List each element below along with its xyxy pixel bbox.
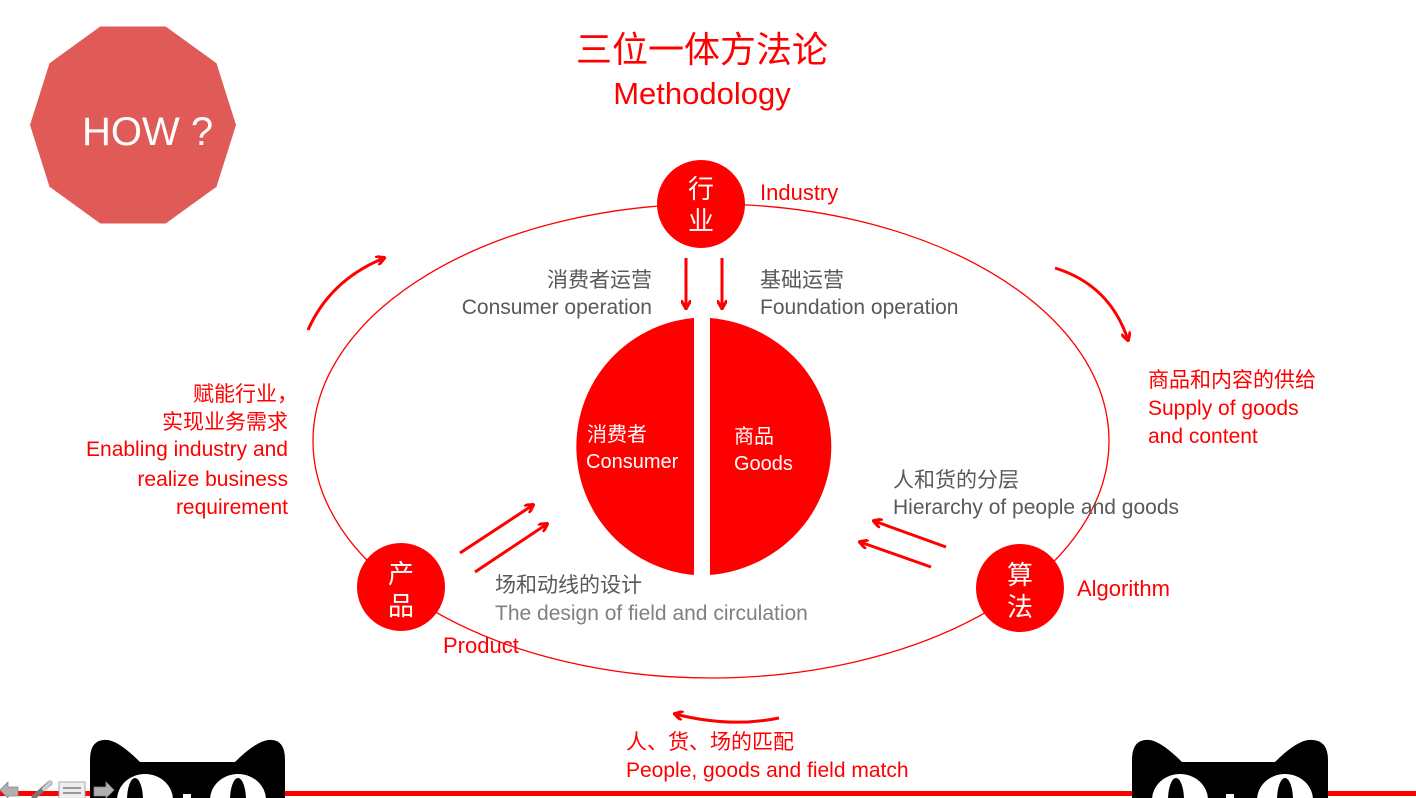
product-label: Product xyxy=(443,633,519,658)
industry-node xyxy=(657,160,745,248)
supply-en-2: and content xyxy=(1148,425,1258,448)
cat-logo-right xyxy=(1132,739,1328,798)
goods-half-circle xyxy=(710,318,832,575)
foundation-operation-zh: 基础运营 xyxy=(760,269,844,292)
algorithm-label: Algorithm xyxy=(1077,576,1170,601)
product-char2: 品 xyxy=(388,591,414,621)
consumer-zh: 消费者 xyxy=(587,423,647,446)
algorithm-arrow-2 xyxy=(860,542,932,569)
menu-icon[interactable] xyxy=(58,781,86,798)
product-arrow-1 xyxy=(459,505,533,555)
product-char1: 产 xyxy=(388,559,414,589)
cat-logo-left xyxy=(90,739,285,798)
field-design-en: The design of field and circulation xyxy=(495,602,808,625)
how-badge xyxy=(30,26,236,224)
industry-label: Industry xyxy=(760,180,838,205)
goods-en: Goods xyxy=(734,453,793,475)
match-zh: 人、货、场的匹配 xyxy=(626,731,794,754)
consumer-operation-zh: 消费者运营 xyxy=(547,269,652,292)
enabling-en-1: Enabling industry and xyxy=(86,438,288,461)
algorithm-char1: 算 xyxy=(1007,560,1033,590)
goods-zh: 商品 xyxy=(734,425,774,448)
cycle-arrow-top-right xyxy=(1054,266,1128,340)
foundation-operation-en: Foundation operation xyxy=(760,296,959,319)
supply-en-1: Supply of goods xyxy=(1148,397,1299,420)
algorithm-node xyxy=(976,544,1064,632)
supply-zh: 商品和内容的供给 xyxy=(1148,369,1316,392)
consumer-half-circle xyxy=(576,318,694,575)
consumer-operation-en: Consumer operation xyxy=(462,296,652,319)
algorithm-char2: 法 xyxy=(1007,592,1033,622)
match-en: People, goods and field match xyxy=(626,759,909,782)
hierarchy-zh: 人和货的分层 xyxy=(893,469,1019,492)
industry-char1: 行 xyxy=(688,174,714,204)
field-design-zh: 场和动线的设计 xyxy=(495,574,642,597)
title-zh: 三位一体方法论 xyxy=(576,29,828,70)
pen-icon[interactable] xyxy=(31,780,53,798)
title-en: Methodology xyxy=(613,76,791,111)
industry-char2: 业 xyxy=(688,206,714,236)
algorithm-arrow-1 xyxy=(874,521,947,549)
enabling-en-3: requirement xyxy=(176,496,288,519)
product-node xyxy=(357,543,445,631)
hierarchy-en: Hierarchy of people and goods xyxy=(893,496,1179,519)
cycle-arrow-top-left xyxy=(306,258,384,331)
consumer-en: Consumer xyxy=(586,451,679,473)
cycle-arrow-bottom xyxy=(675,714,780,724)
footer-line xyxy=(0,791,1416,796)
product-arrow-2 xyxy=(474,524,547,574)
enabling-zh-2: 实现业务需求 xyxy=(162,411,288,434)
enabling-en-2: realize business xyxy=(137,468,288,491)
how-badge-label: HOW ? xyxy=(82,110,213,154)
enabling-zh-1: 赋能行业， xyxy=(193,383,298,406)
